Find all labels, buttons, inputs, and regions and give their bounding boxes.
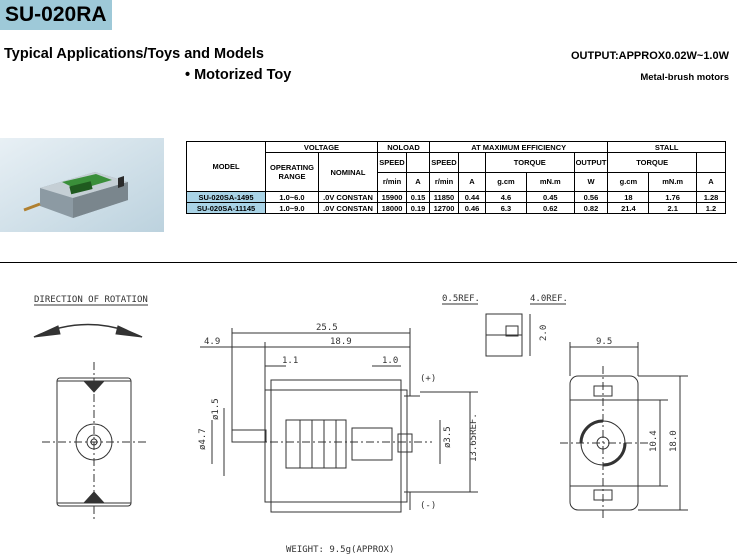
value-cell: 18 — [607, 191, 650, 203]
motor-photo — [0, 138, 164, 232]
dim-4-9: 4.9 — [204, 337, 220, 347]
value-cell: 0.15 — [406, 191, 430, 203]
value-cell: 12700 — [429, 202, 459, 214]
dim-d1-5: ø1.5 — [211, 398, 221, 420]
header-max-speed: SPEED — [429, 152, 459, 173]
dim-25-5: 25.5 — [316, 323, 338, 333]
section-divider — [0, 262, 737, 263]
dim-0-5ref: 0.5REF. — [442, 294, 480, 304]
range-cell: 1.0~9.0 — [265, 202, 319, 214]
weight-label: WEIGHT: 9.5g(APPROX) — [286, 545, 394, 555]
header-output: OUTPUT — [573, 152, 609, 173]
value-cell: 0.44 — [458, 191, 486, 203]
value-cell: 2.1 — [648, 202, 697, 214]
range-cell: 1.0~6.0 — [265, 191, 319, 203]
application-label: Typical Applications/Toys and Models — [4, 46, 264, 62]
output-label: OUTPUT:APPROX0.02W~1.0W — [570, 50, 729, 62]
table-row: SU-020SA-11145 1.0~9.0 .0V CONSTAN 18000… — [186, 202, 726, 214]
value-cell: 0.19 — [406, 202, 430, 214]
dim-18-0: 18.0 — [669, 430, 679, 452]
minus-terminal-label: (-) — [420, 501, 436, 511]
unit-cell: r/min — [377, 171, 407, 192]
header-noload-current — [406, 152, 430, 173]
plus-terminal-label: (+) — [420, 374, 436, 384]
value-cell: 0.45 — [525, 191, 575, 203]
header-stall-current — [696, 152, 726, 173]
rotation-label: DIRECTION OF ROTATION — [34, 295, 148, 305]
dim-1-0: 1.0 — [382, 356, 398, 366]
unit-cell: A — [696, 171, 726, 192]
value-cell: 1.28 — [696, 191, 726, 203]
unit-cell: A — [458, 171, 486, 192]
value-cell: 4.6 — [485, 191, 527, 203]
value-cell: 15900 — [377, 191, 407, 203]
header-max-efficiency: AT MAXIMUM EFFICIENCY — [428, 141, 609, 153]
dim-2-0: 2.0 — [539, 325, 549, 341]
header-voltage: VOLTAGE — [265, 141, 378, 153]
dim-4-0ref: 4.0REF. — [530, 294, 568, 304]
unit-cell: g.cm — [607, 171, 650, 192]
spec-table: MODEL VOLTAGE NOLOAD AT MAXIMUM EFFICIEN… — [186, 141, 726, 214]
value-cell: 0.62 — [525, 202, 575, 214]
header-noload: NOLOAD — [377, 141, 430, 153]
dim-18-9: 18.9 — [330, 337, 352, 347]
value-cell: 6.3 — [485, 202, 527, 214]
model-cell: SU-020SA-1495 — [186, 191, 266, 203]
unit-cell: mN.m — [525, 171, 575, 192]
unit-cell: W — [573, 171, 609, 192]
unit-cell: A — [406, 171, 430, 192]
application-item: • Motorized Toy — [185, 67, 292, 83]
dim-10-4: 10.4 — [649, 430, 659, 452]
dim-d4-7: ø4.7 — [198, 428, 208, 450]
dim-9-5: 9.5 — [596, 337, 612, 347]
nominal-cell: .0V CONSTAN — [318, 191, 378, 203]
header-max-current — [458, 152, 486, 173]
dim-1-1: 1.1 — [282, 356, 298, 366]
value-cell: 18000 — [377, 202, 407, 214]
nominal-cell: .0V CONSTAN — [318, 202, 378, 214]
value-cell: 11850 — [429, 191, 459, 203]
unit-cell: mN.m — [648, 171, 697, 192]
header-operating-range: OPERATING RANGE — [265, 152, 319, 192]
unit-cell: g.cm — [485, 171, 527, 192]
unit-cell: r/min — [429, 171, 459, 192]
dim-d3-5: ø3.5 — [443, 426, 453, 448]
header-stall-torque: TORQUE — [607, 152, 697, 173]
value-cell: 0.46 — [458, 202, 486, 214]
model-title: SU-020RA — [0, 0, 112, 30]
value-cell: 1.76 — [648, 191, 697, 203]
header-max-torque: TORQUE — [485, 152, 575, 173]
header-noload-speed: SPEED — [377, 152, 407, 173]
value-cell: 21.4 — [607, 202, 650, 214]
technical-drawing: DIRECTION OF ROTATION 25.5 4.9 18.9 1.1 … — [33, 294, 688, 555]
model-cell: SU-020SA-11145 — [186, 202, 266, 214]
value-cell: 1.2 — [696, 202, 726, 214]
header-nominal: NOMINAL — [318, 152, 378, 192]
table-row: SU-020SA-1495 1.0~6.0 .0V CONSTAN 15900 … — [186, 191, 726, 203]
dim-13-65ref: 13.65REF. — [469, 413, 479, 462]
value-cell: 0.82 — [573, 202, 609, 214]
header-stall: STALL — [607, 141, 726, 153]
value-cell: 0.56 — [573, 191, 609, 203]
header-model: MODEL — [186, 141, 266, 192]
motor-type: Metal-brush motors — [640, 72, 729, 83]
